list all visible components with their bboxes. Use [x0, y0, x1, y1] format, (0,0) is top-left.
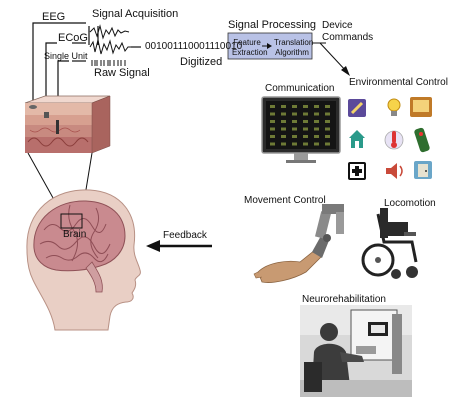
speller-cell: [303, 127, 308, 131]
speller-cell: [292, 112, 297, 116]
speaker-icon: [386, 163, 403, 179]
speller-cell: [281, 135, 286, 138]
remote-icon: [414, 127, 430, 153]
plus-icon: [348, 162, 366, 180]
neurorehab-photo: [300, 305, 412, 397]
zoom-box: [60, 213, 83, 229]
environmental-control-label: Environmental Control: [349, 77, 448, 88]
speller-cell: [292, 120, 297, 123]
neurorehabilitation-label: Neurorehabilitation: [302, 294, 386, 305]
speller-cell: [281, 120, 286, 123]
signal-acquisition-label: Signal Acquisition: [92, 8, 179, 20]
speller-cell: [270, 120, 275, 123]
feedback-label: Feedback: [163, 230, 207, 241]
speller-cell: [303, 112, 308, 116]
thermometer-icon: [384, 130, 404, 150]
processing-box: [227, 32, 313, 60]
speller-cell: [325, 120, 330, 123]
head-illustration: [26, 189, 141, 331]
robotic-arm: [253, 204, 344, 283]
speller-cell: [314, 135, 319, 138]
communication-label: Communication: [265, 83, 335, 94]
environmental-icons: [348, 97, 432, 180]
speller-cell: [325, 112, 330, 116]
door-icon: [414, 161, 432, 179]
communication-monitor: [261, 96, 341, 163]
speller-cell: [292, 105, 297, 108]
pencil-icon: [348, 99, 366, 117]
speller-cell: [270, 135, 275, 138]
speller-cell: [281, 127, 286, 131]
speller-cell: [314, 112, 319, 116]
signal-processing-title: Signal Processing: [228, 19, 317, 31]
eeg-label: EEG: [42, 11, 66, 23]
speller-cell: [303, 135, 308, 138]
digitized-label: Digitized: [180, 56, 223, 68]
speller-cell: [270, 105, 275, 108]
speller-cell: [325, 127, 330, 131]
speller-cell: [292, 135, 297, 138]
movement-control-label: Movement Control: [244, 195, 326, 206]
speller-cell: [314, 105, 319, 108]
locomotion-label: Locomotion: [384, 198, 436, 209]
speller-cell: [325, 142, 330, 146]
speller-cell: [281, 112, 286, 116]
brain-label: Brain: [63, 229, 87, 240]
speller-cell: [270, 142, 275, 146]
raw-signal-traces: [89, 24, 131, 66]
speller-grid: [270, 105, 330, 146]
speller-cell: [281, 105, 286, 108]
speller-cell: [303, 120, 308, 123]
speller-cell: [292, 142, 297, 146]
single-unit-label: Single Unit: [44, 51, 88, 61]
bitstream-label: 001001110001110010: [145, 41, 243, 52]
speller-cell: [303, 105, 308, 108]
translation-algorithm-label: Translation Algorithm: [274, 38, 314, 57]
speller-cell: [314, 127, 319, 131]
wheelchair: [361, 208, 418, 279]
speller-cell: [270, 112, 275, 116]
speller-cell: [314, 142, 319, 146]
home-icon: [349, 130, 365, 148]
cortex-block: [24, 95, 111, 154]
speller-cell: [292, 127, 297, 131]
feature-extraction-label: Feature Extraction: [232, 38, 268, 57]
speller-cell: [325, 105, 330, 108]
ecog-label: ECoG: [58, 32, 88, 44]
feedback-arrow: [146, 240, 212, 252]
speller-cell: [270, 127, 275, 131]
raw-signal-label: Raw Signal: [94, 67, 150, 79]
speller-cell: [303, 142, 308, 146]
lightbulb-icon: [387, 98, 401, 116]
device-commands-label: Device Commands: [322, 20, 374, 43]
speller-cell: [325, 135, 330, 138]
tv-icon: [410, 97, 432, 117]
speller-cell: [281, 142, 286, 146]
speller-cell: [314, 120, 319, 123]
